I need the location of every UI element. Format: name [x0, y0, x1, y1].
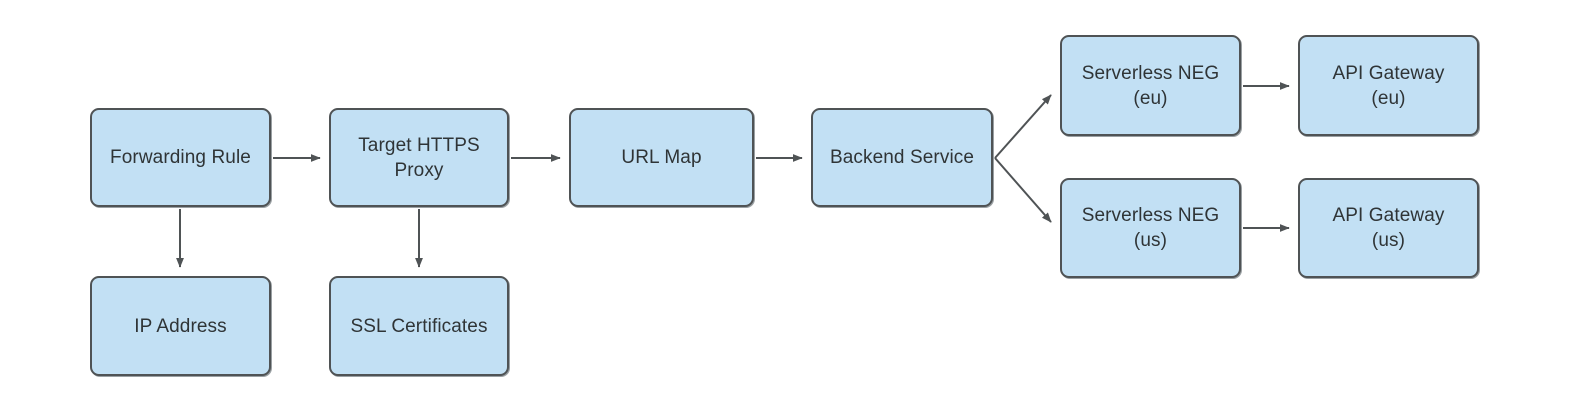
- node-label-ssl-certificates: SSL Certificates: [350, 315, 488, 337]
- node-forwarding-rule[interactable]: Forwarding Rule: [90, 108, 271, 207]
- node-target-https-proxy[interactable]: Target HTTPS Proxy: [329, 108, 509, 207]
- node-label-api-gateway-us: API Gateway (us): [1332, 205, 1445, 251]
- node-url-map[interactable]: URL Map: [569, 108, 754, 207]
- node-serverless-neg-eu[interactable]: Serverless NEG (eu): [1060, 35, 1241, 136]
- node-ip-address[interactable]: IP Address: [90, 276, 271, 376]
- node-label-api-gateway-eu: API Gateway (eu): [1332, 62, 1445, 109]
- node-api-gateway-eu[interactable]: API Gateway (eu): [1298, 35, 1479, 136]
- node-label-target-https-proxy: Target HTTPS Proxy: [358, 134, 480, 181]
- node-label-backend-service: Backend Service: [829, 147, 975, 168]
- edge-backend-to-neg-us: [994, 157, 1052, 223]
- node-api-gateway-us[interactable]: API Gateway (us): [1298, 178, 1479, 278]
- edge-backend-to-neg-eu: [994, 94, 1052, 159]
- node-backend-service[interactable]: Backend Service: [811, 108, 993, 207]
- node-label-serverless-neg-us: Serverless NEG (us): [1081, 205, 1220, 251]
- node-serverless-neg-us[interactable]: Serverless NEG (us): [1060, 178, 1241, 278]
- node-label-url-map: URL Map: [621, 147, 702, 168]
- node-label-ip-address: IP Address: [134, 315, 227, 337]
- node-label-forwarding-rule: Forwarding Rule: [110, 147, 251, 168]
- node-label-serverless-neg-eu: Serverless NEG (eu): [1081, 62, 1220, 109]
- node-ssl-certificates[interactable]: SSL Certificates: [329, 276, 509, 376]
